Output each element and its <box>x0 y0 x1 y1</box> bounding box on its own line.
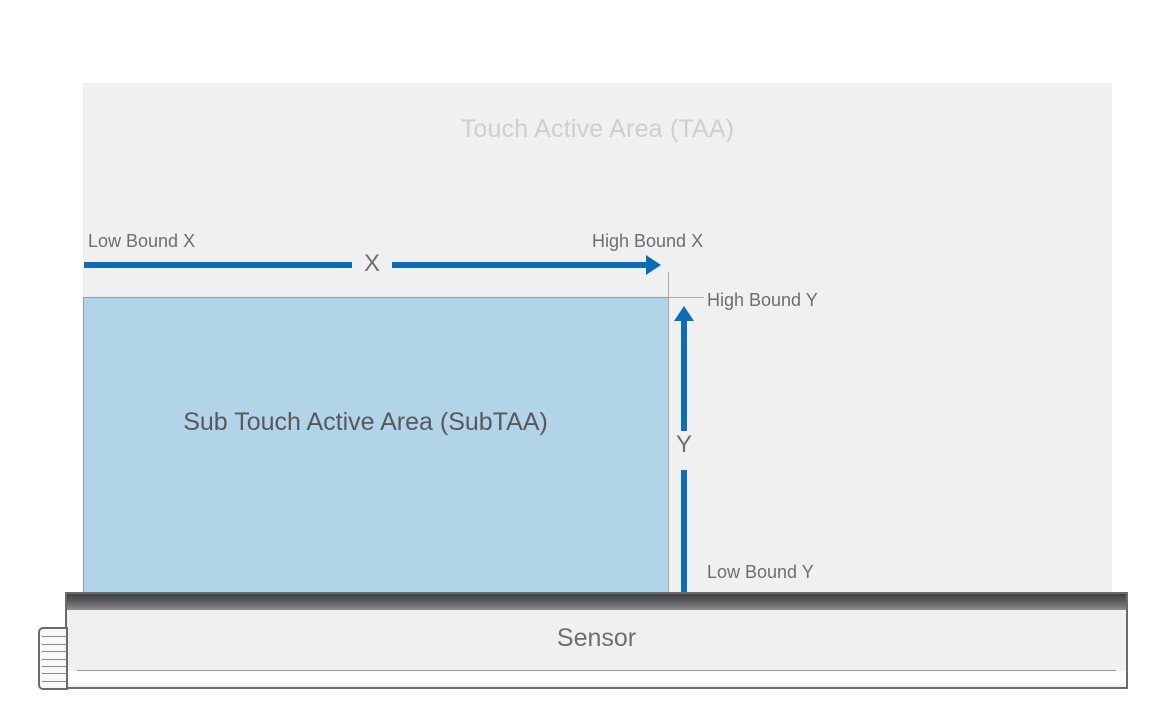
high-bound-x-label: High Bound X <box>592 231 704 251</box>
connector-pin <box>42 659 66 660</box>
sub-touch-active-area-label: Sub Touch Active Area (SubTAA) <box>183 408 548 436</box>
x-arrowhead-icon <box>646 255 661 275</box>
sensor-divider-line <box>77 670 1116 671</box>
high-bound-y-guide-line <box>668 297 704 298</box>
touch-active-area-title: Touch Active Area (TAA) <box>460 115 735 143</box>
y-arrowhead-icon <box>674 306 694 321</box>
low-bound-y-label: Low Bound Y <box>707 562 814 582</box>
sensor-bottom-edge <box>67 671 1126 687</box>
connector-pin <box>42 644 66 645</box>
y-axis-label: Y <box>675 431 692 458</box>
sensor-body: Sensor <box>65 592 1128 689</box>
x-dimension-line-right <box>392 262 648 268</box>
x-axis-label: X <box>363 250 380 277</box>
sensor-top-bezel <box>67 594 1126 610</box>
x-dimension-line-left <box>84 262 352 268</box>
y-dimension-line-top <box>681 320 687 431</box>
high-bound-y-label: High Bound Y <box>707 290 818 310</box>
sub-touch-active-area-region <box>83 297 668 593</box>
connector-pin <box>42 666 66 667</box>
high-bound-x-guide-line <box>668 272 669 298</box>
connector-pin <box>42 636 66 637</box>
subtaa-right-edge-guide-line <box>668 297 669 593</box>
low-bound-x-label: Low Bound X <box>88 231 196 251</box>
y-dimension-line-bottom <box>681 470 687 593</box>
connector-pin <box>42 673 66 674</box>
connector-pin <box>42 651 66 652</box>
flex-connector-icon <box>38 627 68 690</box>
connector-pin <box>42 681 66 682</box>
sensor-label: Sensor <box>556 624 637 652</box>
